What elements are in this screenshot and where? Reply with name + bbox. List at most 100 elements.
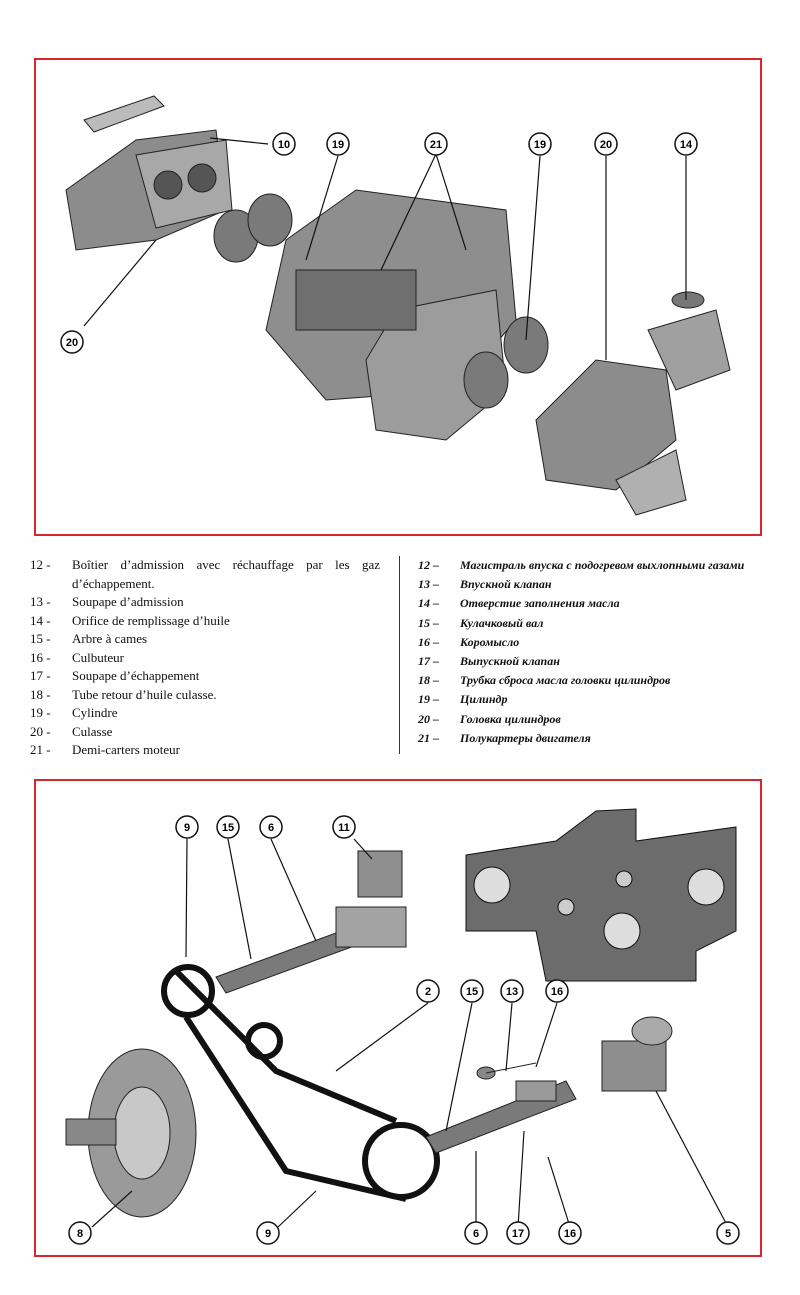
legend-text: Orifice de remplissage d’huile [72, 612, 230, 628]
legend-french: 12 - Boîtier d’admission avec réchauffage… [30, 556, 380, 760]
callout-15-top: 15 [216, 815, 240, 839]
callout-10: 10 [272, 132, 296, 156]
legend-number: 13 – [418, 577, 439, 592]
distributor-drawing [601, 1016, 673, 1092]
legend-entry: 13 – Впускной клапан [418, 575, 768, 594]
callout-6-bottom: 6 [464, 1221, 488, 1245]
callout-8: 8 [68, 1221, 92, 1245]
cylinder-head-right-drawing [535, 291, 731, 516]
legend-text: Кулачковый вал [460, 615, 544, 630]
callout-19-left: 19 [326, 132, 350, 156]
legend-number: 12 – [418, 558, 439, 572]
svg-text:9: 9 [184, 822, 190, 834]
callout-20-left: 20 [60, 330, 84, 354]
pulleys-drawing [161, 964, 440, 1202]
legend-number: 20 - [30, 723, 51, 739]
legend-number: 12 - [30, 557, 51, 572]
legend-number: 15 – [418, 615, 439, 630]
callout-5: 5 [716, 1221, 740, 1245]
legend-entry: 21 -Demi-carters moteur [30, 741, 380, 760]
belt-drive-inset-drawing [465, 808, 737, 982]
legend-number: 18 – [418, 673, 439, 688]
callout-9-bottom: 9 [256, 1221, 280, 1245]
legend-text: Трубка сброса масла головки цилиндров [460, 673, 671, 688]
svg-text:6: 6 [268, 822, 274, 834]
legend-text: Головка цилиндров [460, 711, 561, 726]
legend-number: 15 - [30, 631, 51, 646]
legend-text: Коромысло [460, 634, 520, 649]
svg-text:5: 5 [725, 1228, 731, 1240]
legend-number: 17 – [418, 654, 439, 669]
legend-divider [399, 556, 400, 754]
svg-text:11: 11 [338, 822, 350, 834]
legend-entry: 20 – Головка цилиндров [418, 710, 768, 729]
callout-11: 11 [332, 815, 356, 839]
legend-number: 16 - [30, 649, 51, 665]
valves-drawing [476, 1062, 557, 1102]
svg-text:15: 15 [222, 822, 234, 834]
svg-text:9: 9 [265, 1228, 271, 1240]
fuel-pump-drawing [335, 850, 407, 948]
svg-text:10: 10 [278, 139, 290, 151]
callout-21: 21 [424, 132, 448, 156]
legend-number: 16 – [418, 634, 439, 649]
legend-text: Выпускной клапан [460, 654, 560, 669]
svg-text:14: 14 [680, 139, 693, 151]
legend-entry: 12 - Boîtier d’admission avec réchauffage… [30, 556, 380, 593]
svg-text:2: 2 [425, 986, 431, 998]
engine-exploded-illustration: 10 19 21 19 20 14 20 [60, 95, 731, 516]
svg-text:6: 6 [473, 1228, 479, 1240]
cylinder-head-left-drawing [65, 95, 233, 251]
svg-text:16: 16 [564, 1228, 576, 1240]
legend-entry: 19 –Цилиндр [418, 690, 768, 709]
legend-text: Полукартеры двигателя [460, 730, 591, 745]
crankcase-drawing [265, 189, 517, 441]
svg-text:20: 20 [66, 337, 78, 349]
leader-lines [83, 137, 687, 360]
legend-entry: 12 – Магистраль впуска с подогревом выхло… [418, 556, 768, 575]
legend-text: Boîtier d’admission avec réchauffage par… [72, 557, 380, 591]
callout-15-mid: 15 [460, 979, 484, 1003]
legend-text: Tube retour d’huile culasse. [72, 686, 217, 702]
legend-entry: 18 – Трубка сброса масла головки цилиндро… [418, 671, 768, 690]
callout-16-bottom: 16 [558, 1221, 582, 1245]
callouts-top: 10 19 21 19 20 14 20 [60, 132, 698, 354]
legend-text: Culasse [72, 723, 113, 739]
legend-entry: 16 – Коромысло [418, 633, 768, 652]
callout-9-top: 9 [175, 815, 199, 839]
legend-number: 14 – [418, 596, 439, 611]
callout-6-top: 6 [259, 815, 283, 839]
cooling-fan-drawing [65, 1048, 197, 1218]
legend-entry: 14 - Orifice de remplissage d’huile [30, 612, 380, 631]
legend-text: Soupape d’admission [72, 594, 184, 609]
legend-text: Arbre à cames [72, 631, 148, 646]
legend-text: Cylindre [72, 705, 118, 720]
legend-text: Отверстие заполнения масла [460, 596, 620, 611]
legend-entry: 17 – Выпускной клапан [418, 652, 768, 671]
svg-text:8: 8 [77, 1228, 83, 1240]
legend-entry: 18 - Tube retour d’huile culasse. [30, 686, 380, 705]
legend-number: 21 – [418, 730, 439, 745]
callout-14: 14 [674, 132, 698, 156]
legend-number: 18 - [30, 686, 51, 702]
legend-text: Culbuteur [72, 649, 124, 665]
legend-number: 19 - [30, 705, 51, 720]
callout-20-right: 20 [594, 132, 618, 156]
legend-text: Магистраль впуска с подогревом выхлопным… [460, 558, 745, 572]
legend-number: 20 – [418, 711, 439, 726]
leader-lines-bottom [91, 838, 729, 1228]
svg-text:17: 17 [512, 1228, 524, 1240]
cylinders-drawing [213, 193, 549, 409]
legend-number: 14 - [30, 612, 51, 628]
svg-text:19: 19 [534, 139, 546, 151]
legend-entry: 19 - Cylindre [30, 704, 380, 723]
legend-entry: 16 - Culbuteur [30, 649, 380, 668]
engine-exploded-figure-top: 10 19 21 19 20 14 20 [34, 58, 762, 536]
legend-number: 19 – [418, 692, 439, 707]
svg-text:21: 21 [430, 139, 442, 151]
svg-text:15: 15 [466, 986, 478, 998]
callout-19-right: 19 [528, 132, 552, 156]
legend-entry: 15 – Кулачковый вал [418, 614, 768, 633]
legend-entry: 17 -Soupape d’échappement [30, 667, 380, 686]
legend-text: Впускной клапан [460, 577, 552, 592]
